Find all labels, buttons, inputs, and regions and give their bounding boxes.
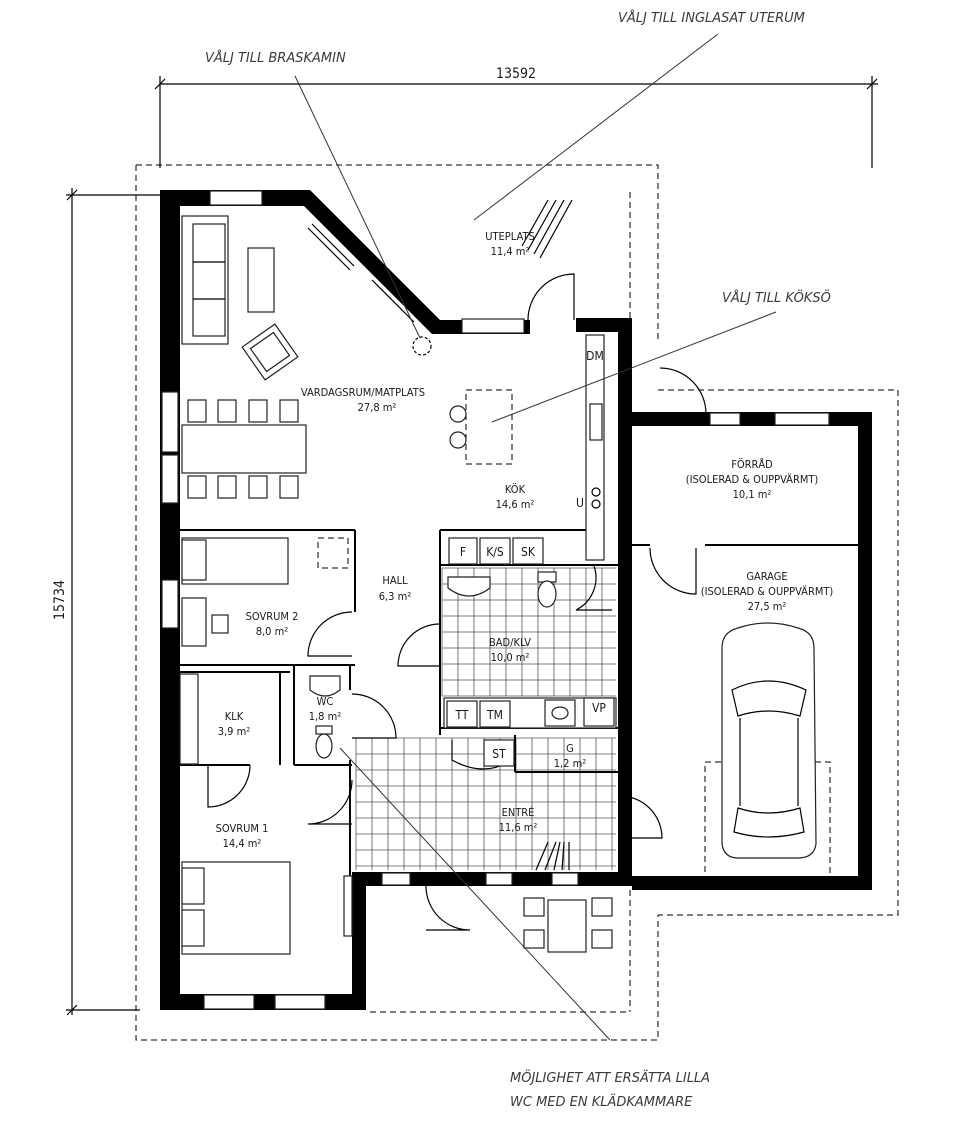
garage-name: GARAGE [746, 570, 787, 583]
sovrum1-name: SOVRUM 1 [216, 822, 269, 835]
annotation-uterum: VÅLJ TILL INGLASAT UTERUM [618, 10, 805, 26]
dm-label: DM [586, 349, 604, 363]
entre-area: 11,6 m² [499, 821, 538, 834]
wc-area: 1,8 m² [309, 710, 342, 723]
badklv-area: 10,0 m² [491, 651, 530, 664]
forrad-name: FÖRRÅD [731, 458, 773, 471]
room-labels: UTEPLATS 11,4 m² VARDAGSRUM/MATPLATS 27,… [216, 230, 834, 850]
annotations: VÅLJ TILL BRASKAMIN VÅLJ TILL INGLASAT U… [205, 10, 831, 1110]
vardagsrum-area: 27,8 m² [358, 401, 397, 414]
f-label: F [460, 545, 466, 559]
uteplats-area: 11,4 m² [491, 245, 530, 258]
g-area: 1,2 m² [554, 757, 587, 770]
sovrum2-name: SOVRUM 2 [246, 610, 299, 623]
annotation-braskamin: VÅLJ TILL BRASKAMIN [205, 50, 346, 66]
doors [207, 273, 707, 931]
furniture [179, 199, 817, 955]
sk-label: SK [521, 545, 536, 559]
sovrum1-area: 14,4 m² [223, 837, 262, 850]
annotation-kokso: VÅLJ TILL KÖKSÖ [722, 289, 831, 306]
car [721, 622, 817, 859]
hall-area: 6,3 m² [379, 590, 412, 603]
st-label: ST [492, 747, 506, 761]
tt-label: TT [455, 708, 469, 722]
annotation-wc-line1: MÖJLIGHET ATT ERSÄTTA LILLA [510, 1069, 710, 1086]
u-label: U [576, 496, 584, 510]
uteplats-name: UTEPLATS [485, 230, 535, 243]
vardagsrum-name: VARDAGSRUM/MATPLATS [301, 386, 425, 399]
g-name: G [566, 742, 574, 755]
fixture-labels: DM U F K/S SK TT TM VP ST [446, 349, 615, 767]
kok-name: KÖK [505, 483, 526, 496]
height-dimension: 15734 [52, 580, 68, 620]
hall-name: HALL [382, 574, 408, 587]
klk-name: KLK [225, 710, 244, 723]
tm-label: TM [486, 708, 503, 722]
bathroom-tiles [441, 567, 616, 697]
klk-area: 3,9 m² [218, 725, 251, 738]
ks-label: K/S [486, 545, 504, 559]
annotation-wc-line2: WC MED EN KLÄDKAMMARE [510, 1094, 693, 1110]
vp-label: VP [592, 701, 606, 715]
kok-area: 14,6 m² [496, 498, 535, 511]
roof-outline [135, 164, 899, 1041]
windows [161, 190, 830, 1010]
forrad-area: 10,1 m² [733, 488, 772, 501]
forrad-sub: (ISOLERAD & OUPPVÄRMT) [686, 473, 819, 486]
dimension-lines: 13592 15734 [52, 66, 878, 1016]
garage-area: 27,5 m² [748, 600, 787, 613]
sovrum2-area: 8,0 m² [256, 625, 289, 638]
badklv-name: BAD/KLV [489, 636, 531, 649]
wc-name: WC [317, 695, 334, 708]
width-dimension: 13592 [496, 66, 536, 82]
garage-sub: (ISOLERAD & OUPPVÄRMT) [701, 585, 834, 598]
entre-name: ENTRÉ [502, 806, 535, 819]
